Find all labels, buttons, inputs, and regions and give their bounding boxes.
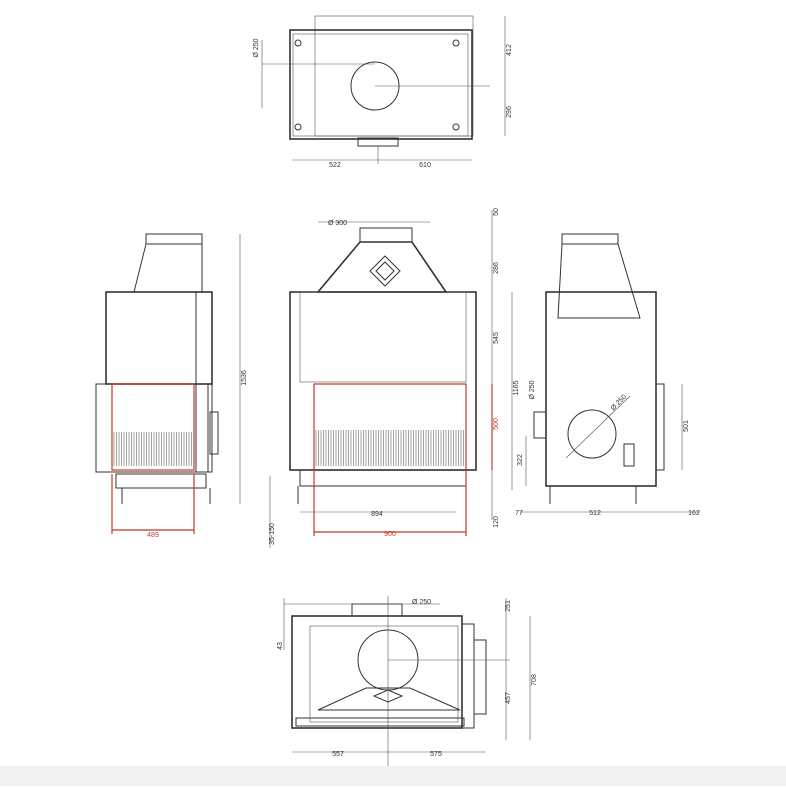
right-hood (557, 243, 641, 319)
plan-diamond-icon (372, 689, 404, 703)
plan-offset-label: 43 (277, 642, 284, 650)
front-flue-dia-label: Ø 300 (328, 220, 347, 227)
top-bolt-icon (452, 123, 460, 131)
top-view-body (289, 29, 473, 140)
left-side-view: 1536 489 (95, 233, 248, 539)
left-grill (113, 432, 192, 466)
plan-side-box (473, 639, 487, 715)
plan-flue-dia-label: Ø 250 (412, 599, 431, 606)
plan-depth-front-label: 457 (505, 692, 512, 704)
left-width-label: 489 (147, 532, 159, 539)
plan-top-label: 251 (505, 600, 512, 612)
plan-flue-stub (351, 603, 403, 617)
right-flue-stub (561, 233, 619, 245)
right-side-view: 1165 Ø 250 Ø 250 322 501 77 512 162 (511, 233, 700, 517)
right-side-panel (655, 383, 665, 471)
top-bolt-icon (452, 39, 460, 47)
right-right-dim-label: 162 (688, 510, 700, 517)
front-flue-stub (359, 227, 413, 243)
right-flue-h-label: 322 (517, 454, 524, 466)
front-outer-width-label: 900 (384, 531, 396, 538)
right-side-stub (533, 411, 547, 439)
top-bolt-icon (294, 39, 302, 47)
front-view: Ø 300 50 286 545 500 120 35-150 894 900 (269, 208, 500, 548)
front-inner-width-label: 894 (371, 511, 383, 518)
left-flue-stub (145, 233, 203, 245)
front-body (289, 291, 477, 471)
plan-front-strip (295, 717, 465, 727)
right-height-label: 1165 (513, 380, 520, 395)
top-depth-back-label: 412 (506, 44, 513, 56)
left-base (115, 473, 207, 489)
plan-left-label: 557 (332, 751, 344, 758)
top-flue-dia-label: Ø 250 (253, 38, 260, 57)
top-view-inner (292, 33, 469, 137)
top-left-dim-label: 522 (329, 162, 341, 169)
right-vent-icon (623, 443, 635, 467)
left-side-box (209, 411, 219, 455)
right-left-dim-label: 77 (515, 510, 523, 517)
front-base (299, 469, 467, 487)
plan-inner (309, 625, 459, 723)
right-panel-h-label: 501 (683, 420, 690, 432)
front-grill (315, 430, 464, 466)
right-flue-dia-b-label: Ø 250 (610, 394, 629, 413)
plan-right-label: 575 (430, 751, 442, 758)
front-upper-panel (299, 291, 467, 383)
front-diamond-icon (369, 255, 401, 287)
front-body-label: 545 (493, 332, 500, 344)
right-body (545, 291, 657, 487)
plan-depth-label: 708 (531, 674, 538, 686)
front-hood-label: 286 (493, 262, 500, 274)
front-leg-label: 120 (493, 516, 500, 528)
right-flue-diag (565, 395, 631, 459)
left-height-label: 1536 (241, 370, 248, 386)
right-mid-dim-label: 512 (589, 510, 601, 517)
plan-view: Ø 250 43 251 457 708 557 575 1131 (277, 596, 538, 776)
left-opening-red (111, 383, 195, 471)
plan-body (291, 615, 463, 729)
left-hood (133, 243, 203, 293)
front-leg-range-label: 35-150 (269, 523, 276, 545)
top-bolt-icon (294, 123, 302, 131)
top-view: Ø 250 412 296 522 610 (253, 15, 513, 169)
front-diamond-inner-icon (375, 261, 395, 281)
top-right-dim-label: 610 (419, 162, 431, 169)
right-flue-circle (567, 409, 617, 459)
top-depth-front-label: 296 (506, 106, 513, 118)
plan-side-panel (461, 623, 475, 729)
right-flue-dia-a-label: Ø 250 (529, 380, 536, 399)
plan-hearth-back (317, 687, 461, 711)
front-top-gap-label: 50 (493, 208, 500, 216)
front-hood (316, 241, 448, 293)
bottom-band (0, 766, 786, 786)
front-opening-height-label: 500 (493, 418, 500, 430)
